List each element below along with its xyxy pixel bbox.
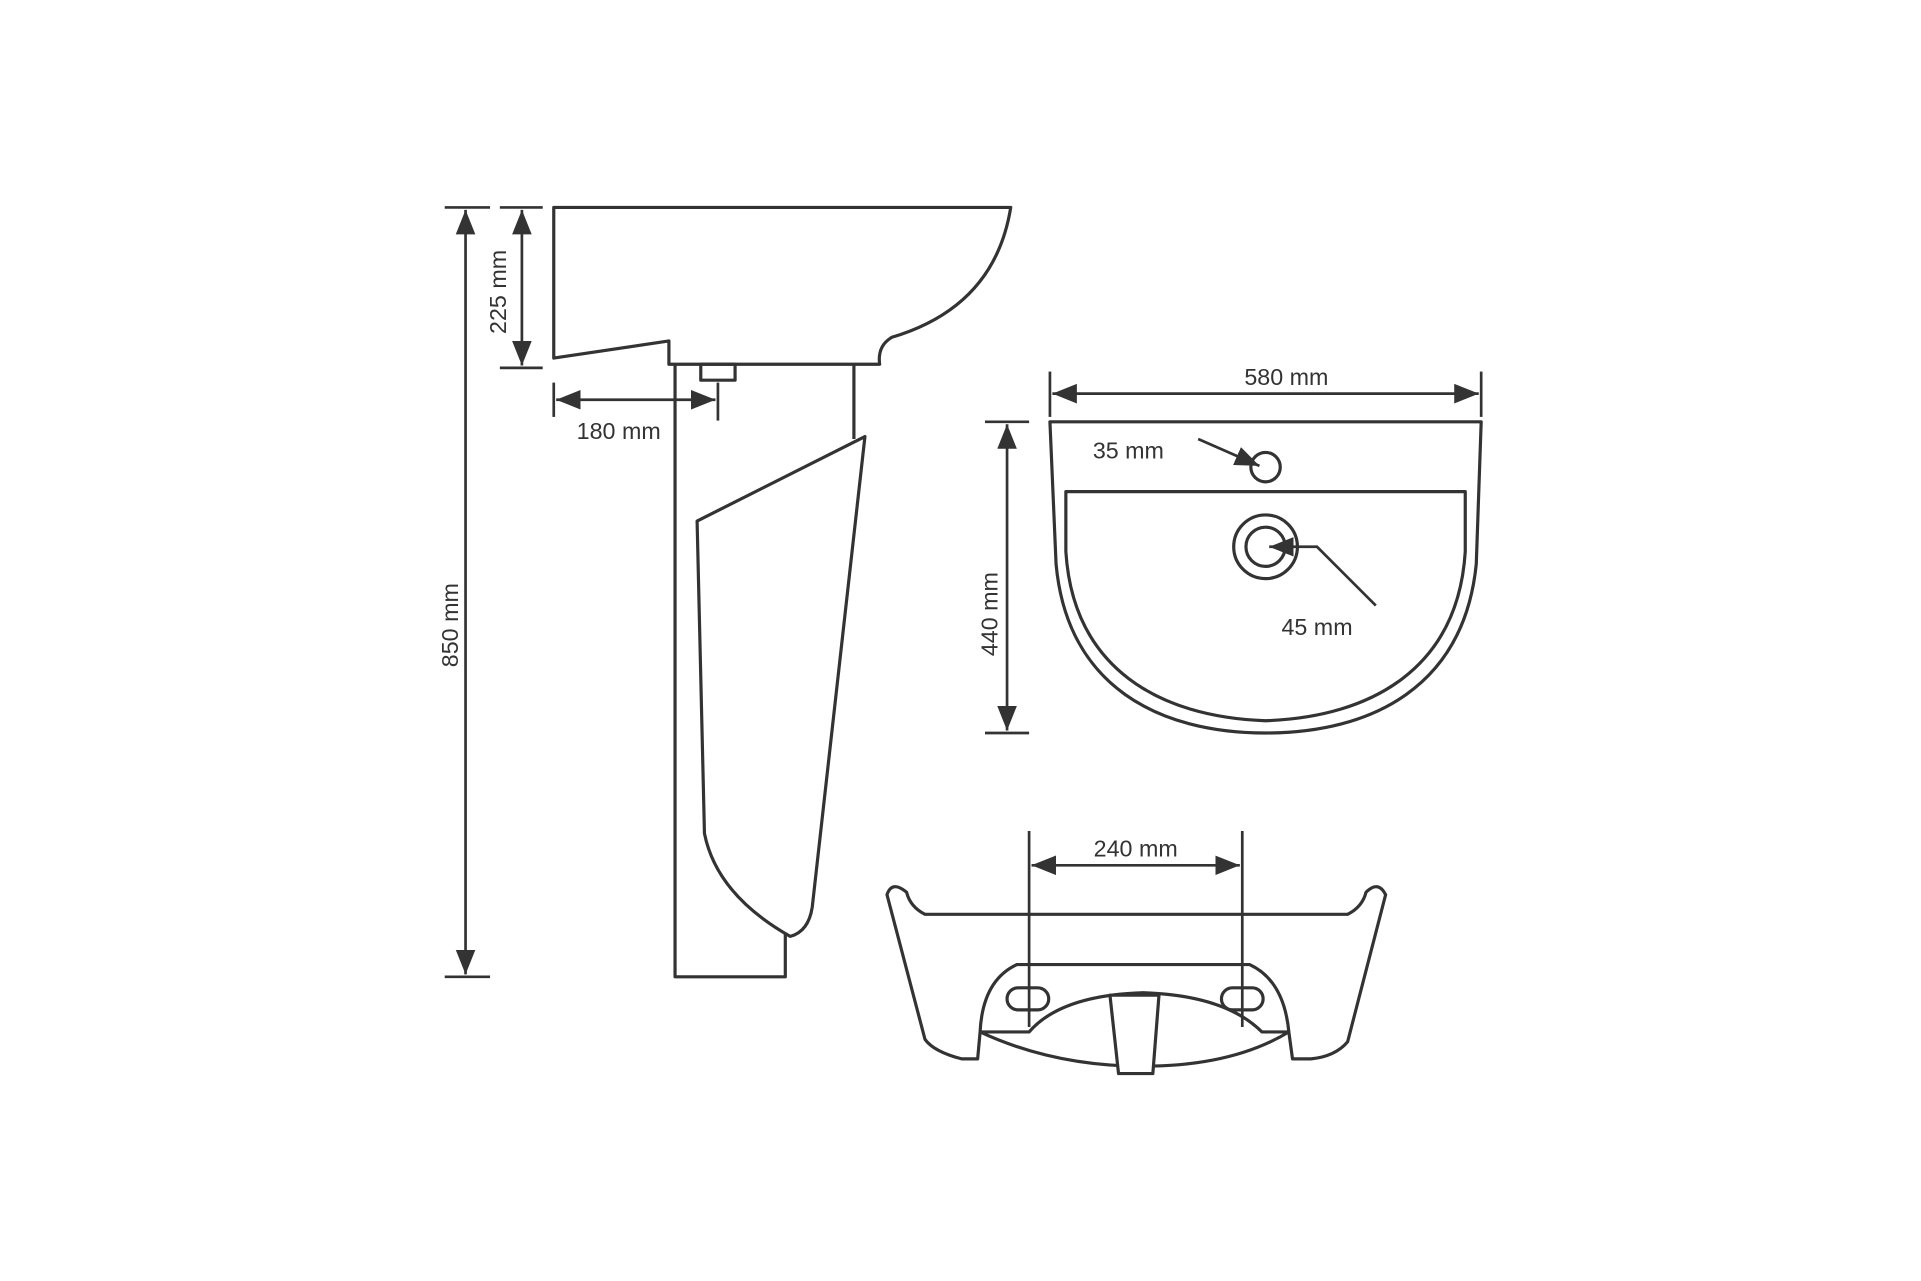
tap-hole [1249, 450, 1282, 484]
basin-bowl-outline [1064, 490, 1467, 723]
dimension-total-height: 850 mm [437, 206, 491, 979]
basin-depth-label: 225 mm [485, 250, 511, 334]
width-label: 580 mm [1244, 364, 1328, 390]
dimension-width: 580 mm [1048, 364, 1483, 417]
rear-view: 240 mm [885, 831, 1388, 1076]
dimension-depth: 440 mm [976, 420, 1030, 735]
hole-spacing-label: 240 mm [1094, 836, 1178, 862]
basin-profile [552, 205, 1013, 366]
wall-mount-plate [978, 962, 1291, 1033]
basin-outer-outline [1048, 420, 1483, 735]
dimension-wall-to-drain: 180 mm [552, 382, 720, 444]
pedestal-cover [695, 434, 867, 938]
drain-fitting [699, 362, 737, 382]
pedestal-column [673, 364, 787, 979]
wall-to-drain-label: 180 mm [577, 418, 661, 444]
side-view: 850 mm 225 mm 180 mm [437, 205, 1013, 979]
drain-spigot [1108, 993, 1161, 1076]
total-height-label: 850 mm [437, 583, 463, 667]
tap-hole-label: 35 mm [1093, 438, 1164, 464]
basin-rear-outline [885, 885, 1388, 1061]
dimension-hole-spacing: 240 mm [1027, 831, 1244, 1028]
drain-hole-label: 45 mm [1281, 614, 1352, 640]
depth-label: 440 mm [976, 572, 1002, 656]
top-view: 35 mm 45 mm 580 mm 440 mm [976, 364, 1483, 735]
dimension-basin-depth: 225 mm [485, 206, 543, 370]
